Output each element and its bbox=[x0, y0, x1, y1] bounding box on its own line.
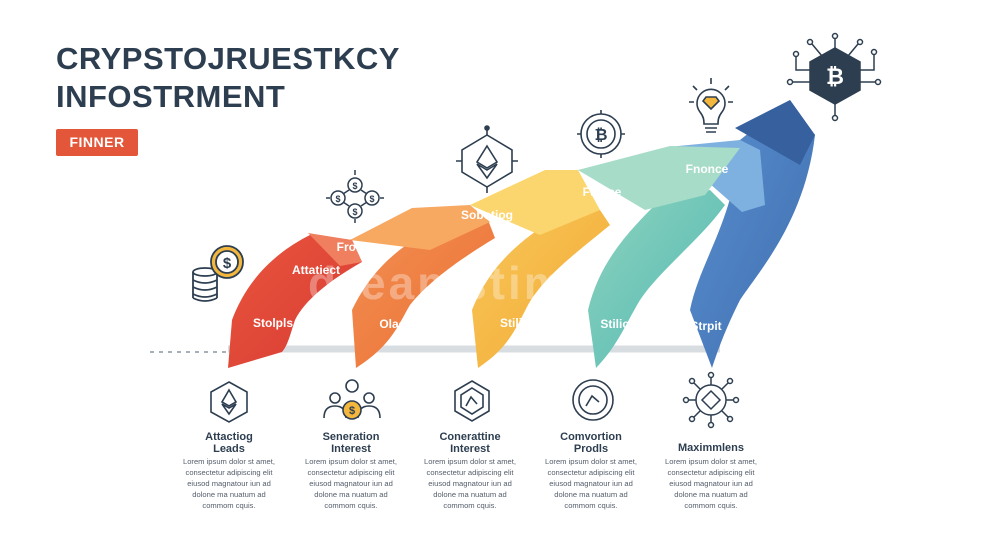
step-1-body-line: dolone ma nuatum ad bbox=[192, 490, 266, 499]
ribbon-5 bbox=[690, 100, 815, 368]
step-3-body-line: consectetur adipiscing elit bbox=[426, 468, 514, 477]
step-5-body-line: dolone ma nuatum ad bbox=[674, 490, 748, 499]
step-2-body-line: Lorem ipsum dolor st amet, bbox=[304, 457, 397, 466]
step-2-body-line: consectetur adipiscing elit bbox=[307, 468, 395, 477]
step-2-title: Seneration Interest bbox=[286, 431, 416, 455]
step-1-body-line: consectetur adipiscing elit bbox=[185, 468, 273, 477]
ribbon-1-fold bbox=[308, 233, 362, 266]
dollar-sign: $ bbox=[223, 255, 232, 272]
step-3-body-line: dolone ma nuatum ad bbox=[433, 490, 507, 499]
ribbon-3-fold bbox=[470, 170, 600, 235]
ribbon-3 bbox=[472, 210, 610, 368]
step-4-body-line: consectetur adipiscing elit bbox=[547, 468, 635, 477]
dollar-sign: $ bbox=[335, 194, 340, 204]
step-2-title-line-2: Interest bbox=[331, 443, 371, 455]
step-4-title-line-2: Prodls bbox=[573, 443, 609, 455]
step-3-body-line: commom cquis. bbox=[443, 501, 497, 510]
step-4-body-line: Lorem ipsum dolor st amet, bbox=[544, 457, 637, 466]
step-4-body-line: commom cquis. bbox=[564, 501, 618, 510]
dollar-sign: $ bbox=[352, 181, 357, 191]
network-diamond-icon bbox=[682, 371, 740, 429]
ribbon-2-lower-label: Olacipe bbox=[379, 317, 423, 331]
step-4-body-line: eiusod magnatour iun ad bbox=[549, 479, 633, 488]
step-4-title: Comvortion Prodls bbox=[526, 431, 656, 455]
step-5-description: Lorem ipsum dolor st amet, consectetur a… bbox=[656, 456, 766, 511]
step-4-body-line: dolone ma nuatum ad bbox=[554, 490, 628, 499]
ribbon-5-top bbox=[735, 100, 815, 165]
bitcoin-sign: ₿ bbox=[594, 126, 607, 144]
ethereum-network-icon bbox=[456, 125, 518, 193]
dollar-network-icon: $ $ $ $ bbox=[326, 170, 384, 223]
dollar-sign: $ bbox=[349, 405, 355, 417]
step-1-body-line: eiusod magnatour iun ad bbox=[187, 479, 271, 488]
ribbon-3-upper-label: Sobotiog bbox=[461, 208, 513, 222]
ethereum-hexagon-icon bbox=[210, 381, 248, 423]
step-1-description: Lorem ipsum dolor st amet, consectetur a… bbox=[174, 456, 284, 511]
step-5-body-line: commom cquis. bbox=[684, 501, 738, 510]
step-3-description: Lorem ipsum dolor st amet, consectetur a… bbox=[415, 456, 525, 511]
title-line-1: CRYPSTOJRUESTKCY bbox=[56, 41, 400, 76]
dollar-sign: $ bbox=[352, 207, 357, 217]
coin-stack-dollar-icon: $ bbox=[192, 245, 244, 302]
ribbon-2-fold bbox=[350, 205, 490, 250]
step-2-title-line-1: Seneration bbox=[322, 431, 380, 443]
coin-chart-icon bbox=[572, 379, 614, 421]
step-2-body-line: dolone ma nuatum ad bbox=[314, 490, 388, 499]
step-1-title: Attactiog Leads bbox=[164, 431, 294, 455]
step-2-body-line: commom cquis. bbox=[324, 501, 378, 510]
step-5-body-line: consectetur adipiscing elit bbox=[667, 468, 755, 477]
hexagon-chart-icon bbox=[454, 380, 490, 422]
step-1-body-line: Lorem ipsum dolor st amet, bbox=[182, 457, 275, 466]
ribbon-4-lower-label: Stilice bbox=[600, 317, 636, 331]
ribbon-4 bbox=[588, 190, 725, 368]
step-4-title-line-1: Comvortion bbox=[560, 431, 622, 443]
ribbon-1-upper-label: Attatiect bbox=[292, 263, 340, 277]
ribbon-3-lower-label: Stilipe bbox=[500, 316, 536, 330]
step-2-description: Lorem ipsum dolor st amet, consectetur a… bbox=[296, 456, 406, 511]
page-title: CRYPSTOJRUESTKCY INFOSTRMENT bbox=[56, 40, 400, 116]
ribbon-1-lower-label: Stolpls bbox=[253, 316, 293, 330]
ribbon-2-upper-label: Frore bbox=[337, 240, 368, 254]
people-coin-icon: $ bbox=[323, 379, 381, 420]
title-line-2: INFOSTRMENT bbox=[56, 79, 286, 114]
step-1-title-line-2: Leads bbox=[213, 443, 245, 455]
ribbon-4-fold bbox=[578, 146, 740, 210]
ribbon-5-lower-label: Strpit bbox=[690, 319, 721, 333]
step-3-title: Conerattine Interest bbox=[405, 431, 535, 455]
step-5-title-line-1: Maximmlens bbox=[677, 442, 745, 454]
lightbulb-diamond-icon bbox=[689, 78, 733, 133]
ribbon-5-upper-label: Fnonce bbox=[686, 162, 729, 176]
step-1-title-line-1: Attactiog bbox=[205, 431, 253, 443]
step-4-description: Lorem ipsum dolor st amet, consectetur a… bbox=[536, 456, 646, 511]
ribbon-4-upper-label: Fumce bbox=[583, 185, 622, 199]
bitcoin-sign: ₿ bbox=[826, 64, 844, 89]
step-3-body-line: eiusod magnatour iun ad bbox=[428, 479, 512, 488]
category-badge: FINNER bbox=[56, 129, 138, 156]
step-2-body-line: eiusod magnatour iun ad bbox=[309, 479, 393, 488]
step-5-title: Maximmlens bbox=[646, 442, 776, 454]
step-3-title-line-2: Interest bbox=[450, 443, 490, 455]
bitcoin-hexagon-icon: ₿ bbox=[786, 32, 882, 122]
dollar-sign: $ bbox=[369, 194, 374, 204]
bitcoin-circle-icon: ₿ bbox=[577, 110, 625, 158]
step-3-title-line-1: Conerattine bbox=[439, 431, 501, 443]
step-5-body-line: Lorem ipsum dolor st amet, bbox=[664, 457, 757, 466]
ribbon-1 bbox=[228, 235, 362, 368]
ribbon-2 bbox=[352, 220, 495, 368]
step-3-body-line: Lorem ipsum dolor st amet, bbox=[423, 457, 516, 466]
step-1-body-line: commom cquis. bbox=[202, 501, 256, 510]
step-5-body-line: eiusod magnatour iun ad bbox=[669, 479, 753, 488]
